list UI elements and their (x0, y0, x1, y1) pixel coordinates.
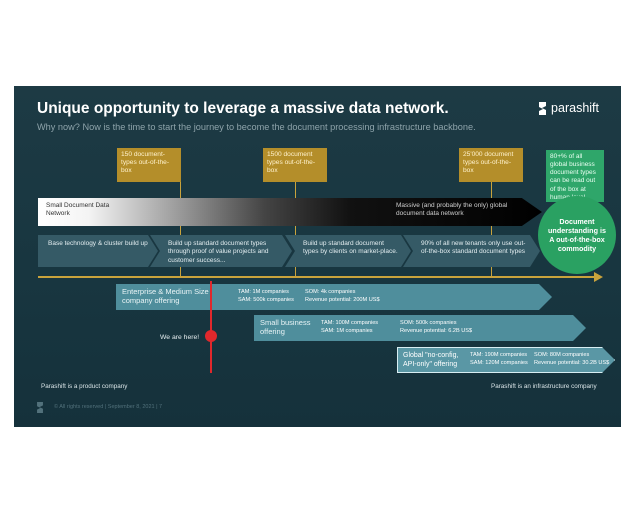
network-growth-bar (38, 198, 542, 226)
goal-circle: Document understanding is A out-of-the-b… (538, 196, 616, 274)
milestone-box-1: 150 document-types out-of-the-box (117, 148, 181, 182)
offering-small-business-name: Small business offering (260, 318, 311, 337)
network-bar-left-label: Small Document Data Network (46, 202, 110, 218)
network-bar-right-label: Massive (and probably the only) global d… (396, 202, 508, 218)
offering-small-business-revenue: Revenue potential: 6.2B US$ (400, 328, 473, 334)
offering-small-business: Small business offering TAM: 100M compan… (254, 315, 586, 341)
offering-enterprise-tam: TAM: 1M companies (238, 289, 289, 295)
parashift-logo-icon (539, 101, 547, 115)
offering-enterprise-revenue: Revenue potential: 200M US$ (305, 297, 380, 303)
offering-global: Global "no-config, API-only" offering TA… (397, 347, 615, 373)
parashift-small-logo-icon (36, 400, 44, 418)
slide-subtitle: Why now? Now is the time to start the jo… (37, 122, 476, 132)
phase-chevron-2: Build up standard document types through… (150, 235, 292, 267)
brand-name: parashift (551, 101, 599, 115)
offering-global-name: Global "no-config, API-only" offering (403, 352, 459, 369)
offering-global-som: SOM: 80M companies (534, 352, 590, 358)
slide: Unique opportunity to leverage a massive… (14, 86, 621, 427)
current-position-marker (205, 330, 217, 342)
current-position-line (210, 281, 212, 373)
milestone-line-1 (180, 182, 181, 278)
phase-chevron-1: Base technology & cluster build up (38, 235, 158, 267)
goal-box: 80+% of all global business document typ… (546, 150, 604, 202)
phase-chevron-4: 90% of all new tenants only use out-of-t… (403, 235, 540, 267)
brand: parashift (538, 101, 599, 115)
offering-global-revenue: Revenue potential: 30.2B US$ (534, 360, 610, 366)
offering-global-sam: SAM: 120M companies (470, 360, 528, 366)
offering-small-business-tam: TAM: 100M companies (321, 320, 379, 326)
offering-small-business-sam: SAM: 1M companies (321, 328, 373, 334)
footer-right-note: Parashift is an infrastructure company (491, 383, 597, 390)
offering-enterprise-sam: SAM: 500k companies (238, 297, 294, 303)
timeline-arrow-head (594, 272, 603, 282)
offering-enterprise-name: Enterprise & Medium Size company offerin… (122, 287, 209, 306)
offering-enterprise-som: SOM: 4k companies (305, 289, 356, 295)
milestone-box-2: 1500 document types out-of-the-box (263, 148, 327, 182)
milestone-line-3 (491, 182, 492, 278)
timeline-axis (38, 276, 596, 278)
milestone-box-3: 25'000 document types out-of-the-box (459, 148, 523, 182)
offering-enterprise: Enterprise & Medium Size company offerin… (116, 284, 552, 310)
slide-title: Unique opportunity to leverage a massive… (37, 100, 449, 117)
footer-left-note: Parashift is a product company (41, 383, 128, 390)
phase-chevron-3: Build up standard document types by clie… (285, 235, 411, 267)
offering-small-business-som: SOM: 500k companies (400, 320, 457, 326)
milestone-line-2 (295, 182, 296, 278)
current-position-label: We are here! (160, 334, 200, 341)
footer-copyright: © All rights reserved | September 8, 202… (54, 404, 163, 410)
offering-global-tam: TAM: 190M companies (470, 352, 528, 358)
